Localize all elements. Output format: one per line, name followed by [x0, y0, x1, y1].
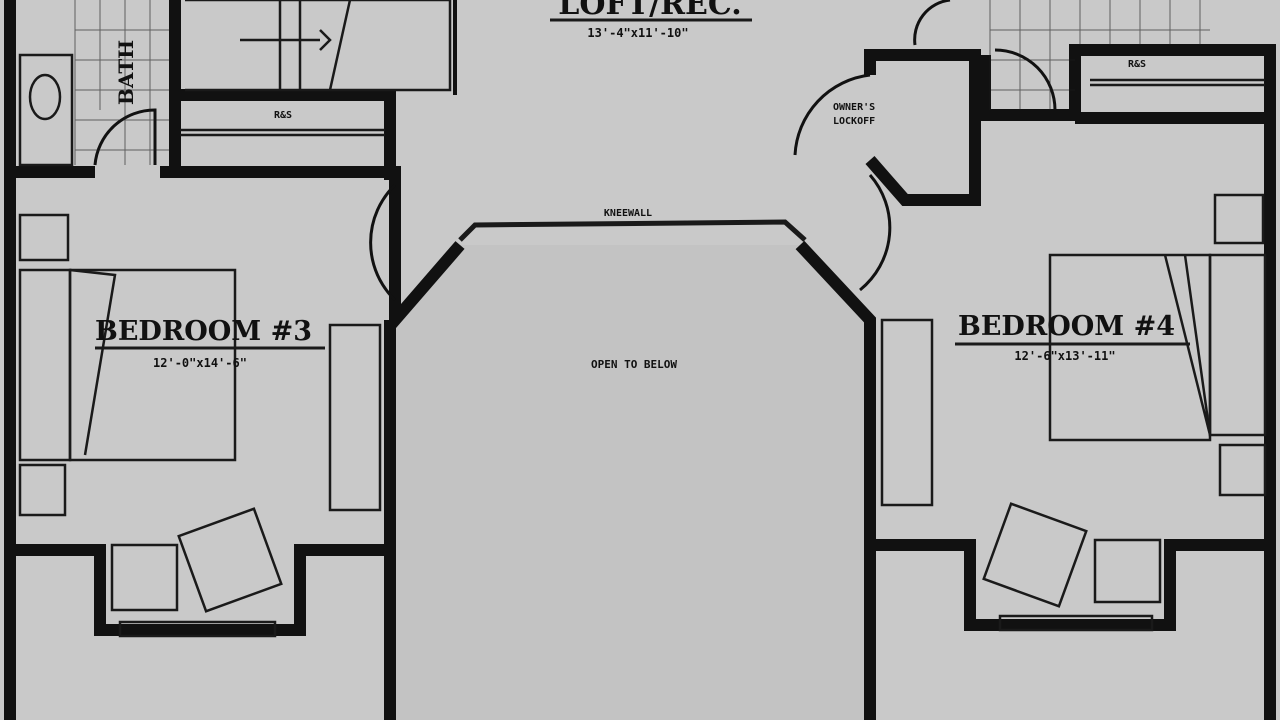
- open-to-below-label: OPEN TO BELOW: [591, 358, 677, 371]
- loft-dims: 13'-4"x11'-10": [587, 26, 688, 40]
- bedroom3-dims: 12'-0"x14'-6": [153, 356, 247, 370]
- bath-label: BATH: [114, 40, 138, 105]
- bedroom4-label: BEDROOM #4: [958, 311, 1175, 342]
- bath-tiles: [74, 0, 1210, 165]
- rs-left-label: R&S: [274, 110, 292, 121]
- owners-lockoff-label-1: OWNER'S: [833, 102, 875, 113]
- kneewall: [458, 219, 807, 242]
- rs-shelf-right: [1090, 78, 1265, 87]
- bed-bedroom3: [18, 213, 382, 638]
- bedroom4-dims: 12'-6"x13'-11": [1014, 349, 1115, 363]
- toilet: [28, 73, 62, 121]
- open-to-below-area: [390, 245, 870, 720]
- walls: [4, 0, 1276, 720]
- rs-right-label: R&S: [1128, 59, 1146, 70]
- kneewall-label: KNEEWALL: [604, 208, 652, 219]
- owners-lockoff-label-2: LOCKOFF: [833, 116, 875, 127]
- bed-bedroom4: [880, 193, 1267, 632]
- loft-label: LOFT/REC.: [558, 0, 741, 22]
- doors: [93, 0, 1057, 302]
- bedroom3-label: BEDROOM #3: [95, 316, 312, 347]
- tub: [18, 53, 74, 167]
- stairs: [185, 0, 452, 92]
- rs-shelf-left: [180, 128, 385, 137]
